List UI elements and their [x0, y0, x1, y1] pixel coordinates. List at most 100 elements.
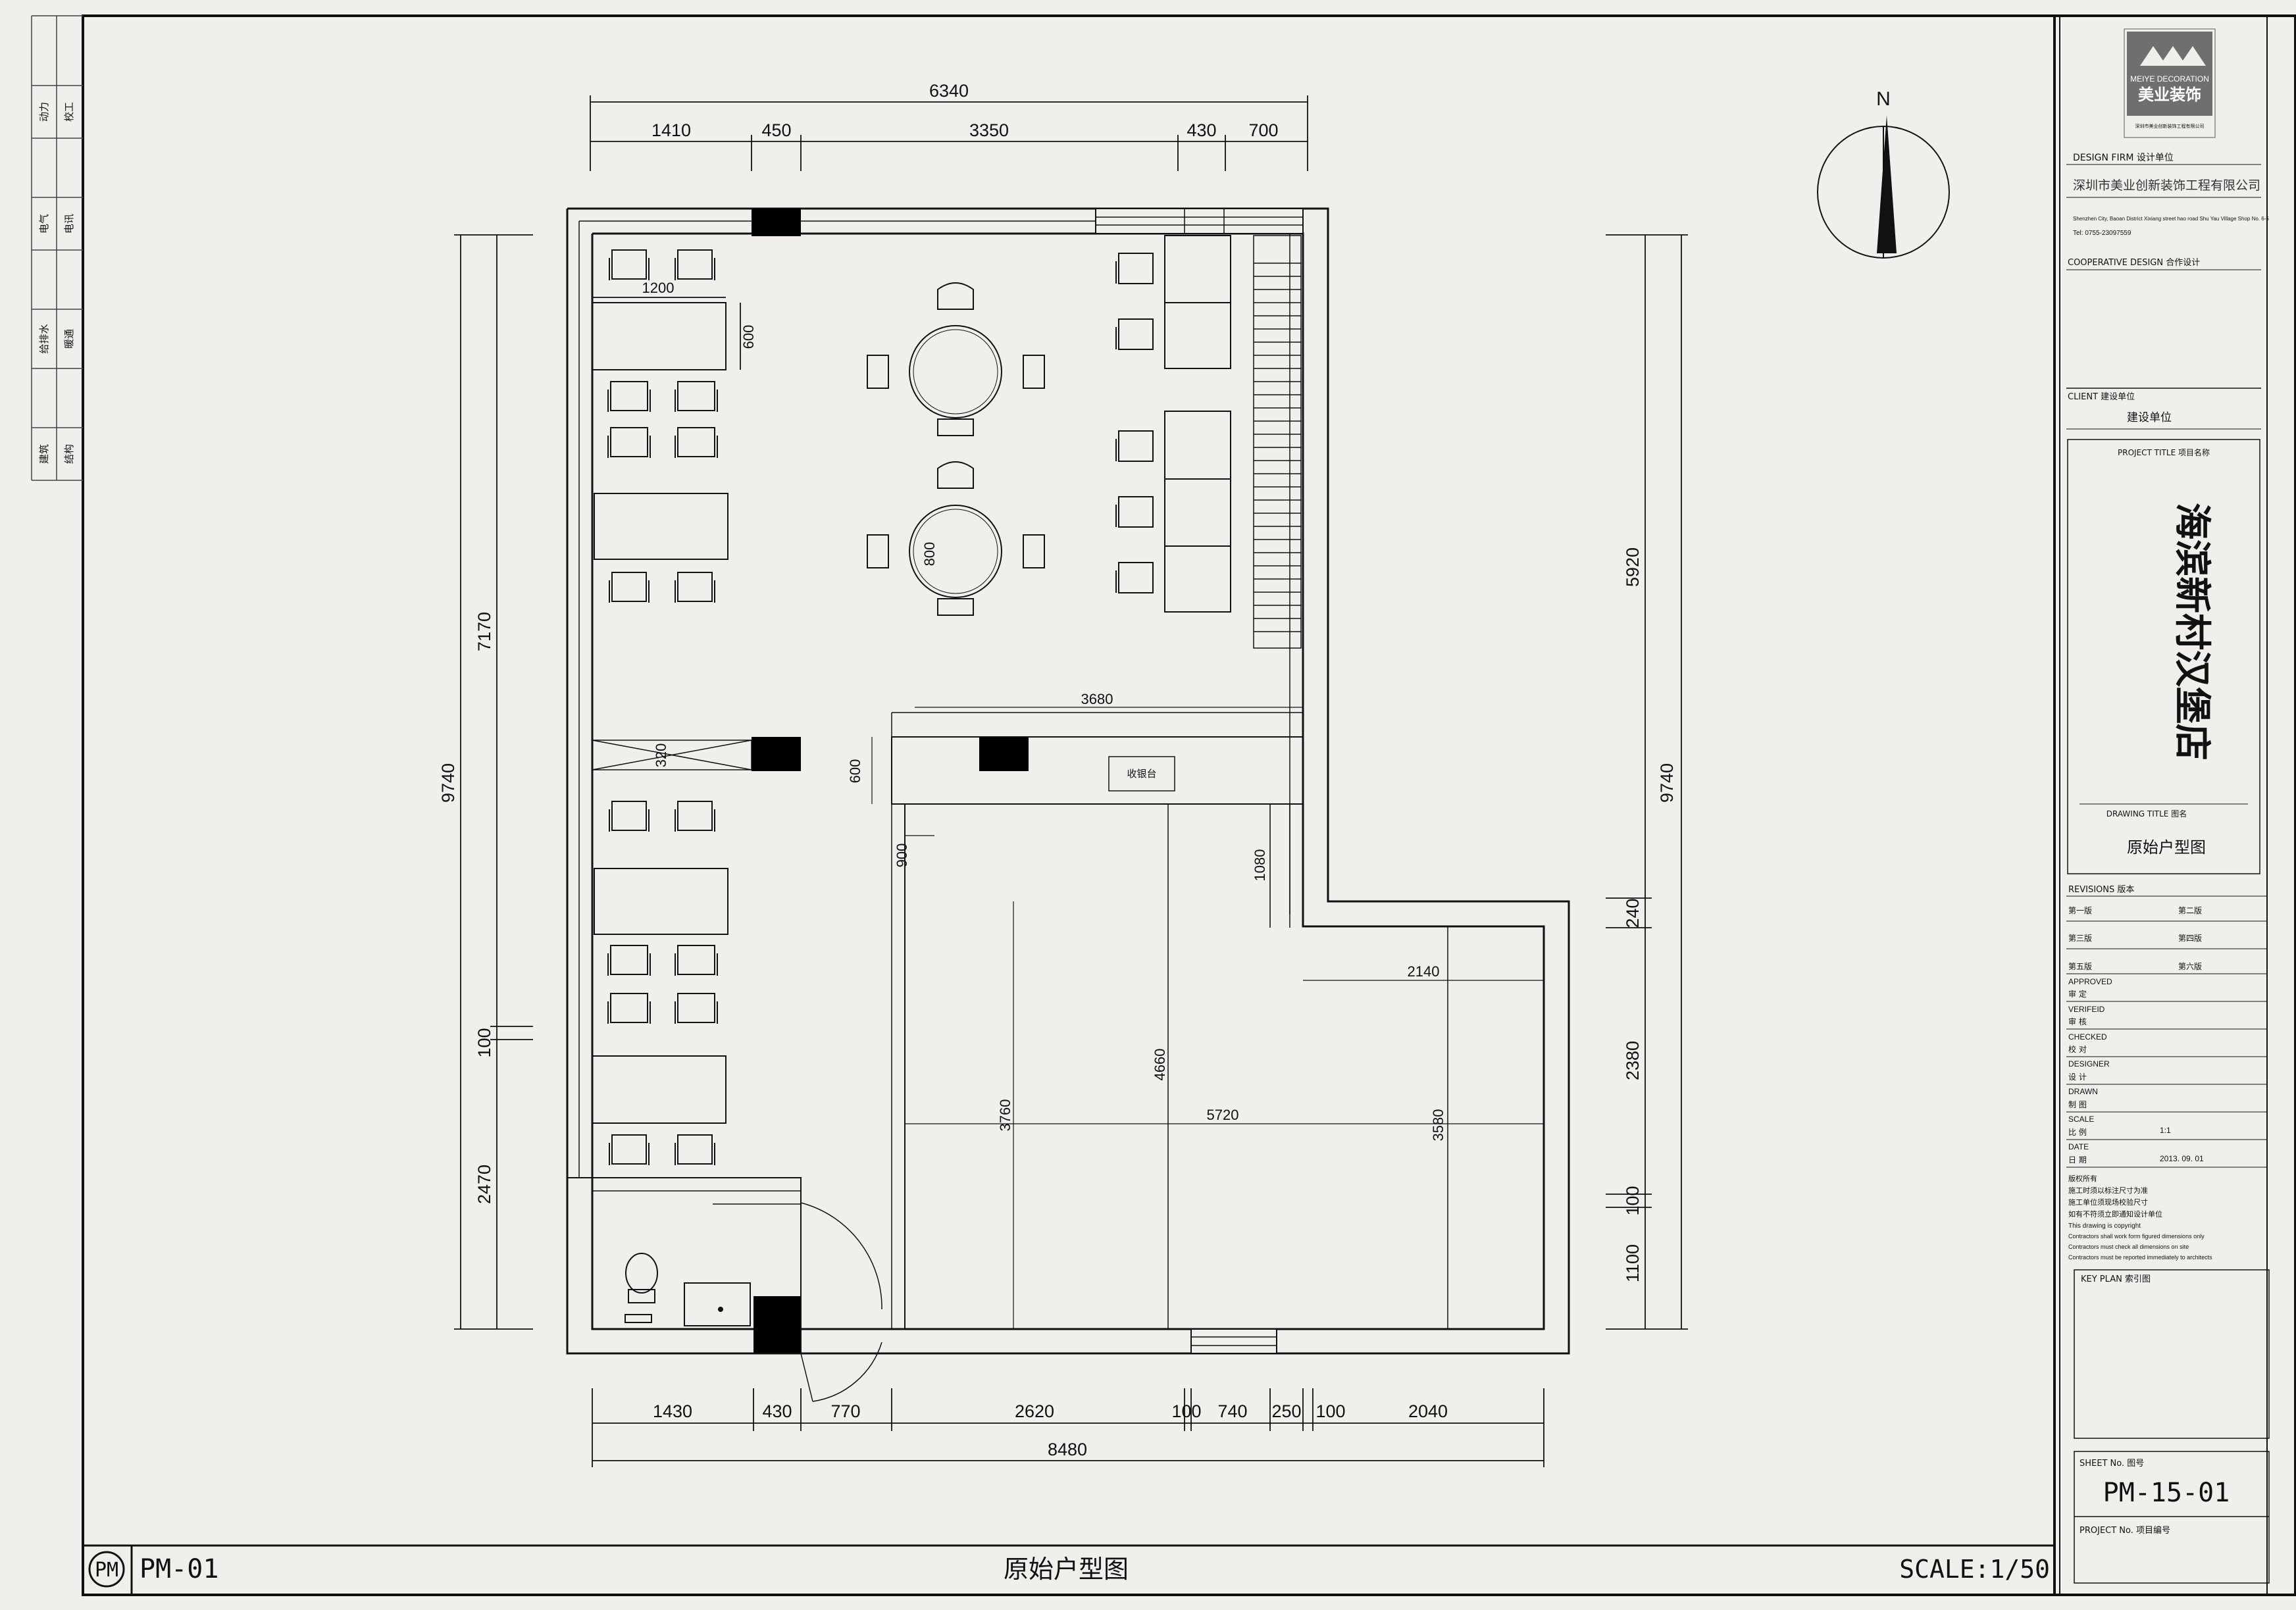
- role-en: DESIGNER: [2068, 1059, 2110, 1069]
- footer-title: 原始户型图: [1004, 1555, 1129, 1584]
- dim-right-inner: 2380: [1623, 1041, 1643, 1080]
- role-cn: 审 核: [2068, 1017, 2087, 1026]
- bench-right: [1253, 235, 1302, 649]
- dim-interior: 600: [847, 759, 863, 784]
- project-title-label: PROJECT TITLE 项目名称: [2118, 447, 2210, 457]
- note-line: 施工时须以标注尺寸为准: [2068, 1186, 2148, 1195]
- counter-label: 收银台: [1127, 768, 1156, 780]
- firm-name: 深圳市美业创新装饰工程有限公司: [2073, 178, 2260, 193]
- project-title: 海滨新村汉堡店: [2170, 503, 2213, 761]
- strip-label: 动力: [38, 102, 50, 122]
- dim-bottom-seg: 430: [762, 1401, 792, 1421]
- dim-left-inner: 7170: [474, 612, 494, 651]
- dim-interior: 5720: [1207, 1107, 1239, 1123]
- logo-cn: 美业装饰: [2138, 86, 2201, 104]
- role-en: SCALE: [2068, 1115, 2094, 1124]
- revision-item: 第四版: [2178, 934, 2202, 943]
- kitchen-lines: [891, 804, 1448, 1329]
- dim-left-inner: 2470: [474, 1165, 494, 1204]
- strip-label: 电讯: [63, 214, 75, 234]
- dim-interior: 3680: [1081, 691, 1113, 707]
- dim-interior: 1200: [642, 280, 675, 296]
- dim-right-inner: 5920: [1623, 547, 1643, 587]
- note-line: Contractors shall work form figured dime…: [2068, 1233, 2205, 1240]
- tables-right: [1164, 235, 1231, 613]
- dim-bottom-seg: 100: [1171, 1401, 1201, 1421]
- role-cn: 审 定: [2068, 989, 2087, 999]
- dim-top-seg: 1410: [651, 120, 691, 140]
- firm-tel: Tel: 0755-23097559: [2073, 230, 2131, 237]
- dimension-text: 6340 1410 450 3350 430 700 9740 7170 100…: [438, 81, 1677, 1459]
- key-plan-label: KEY PLAN 索引图: [2081, 1274, 2151, 1284]
- role-cn: 制 图: [2068, 1100, 2087, 1109]
- note-line: Contractors must be reported immediately…: [2068, 1254, 2212, 1261]
- dim-interior: 3760: [997, 1099, 1013, 1132]
- revision-item: 第二版: [2178, 906, 2202, 915]
- drawing-title: 原始户型图: [2127, 838, 2206, 857]
- dimension-lines: [454, 95, 1688, 1467]
- dim-top-seg: 450: [761, 120, 791, 140]
- footer-badge: PM: [95, 1559, 118, 1582]
- role-cn: 日 期: [2068, 1155, 2087, 1165]
- role-en: VERIFEID: [2068, 1005, 2105, 1014]
- partition-x: [592, 740, 752, 770]
- strip-label: 建筑: [38, 444, 50, 464]
- strip-label: 给排水: [38, 324, 50, 353]
- strip-label: 结构: [63, 444, 75, 464]
- note-line: This drawing is copyright: [2068, 1222, 2141, 1230]
- dim-right-inner: 1100: [1623, 1244, 1643, 1282]
- dim-bottom-seg: 250: [1271, 1401, 1301, 1421]
- role-en: DATE: [2068, 1142, 2089, 1151]
- role-en: DRAWN: [2068, 1087, 2098, 1096]
- revision-item: 第六版: [2178, 962, 2202, 971]
- note-line: 版权所有: [2068, 1174, 2097, 1183]
- note-line: 施工单位须现场校验尺寸: [2068, 1197, 2148, 1207]
- project-no-label: PROJECT No. 项目编号: [2079, 1526, 2170, 1536]
- dim-bottom-seg: 2620: [1015, 1401, 1054, 1421]
- dim-bottom-seg: 2040: [1408, 1401, 1448, 1421]
- dim-interior: 4660: [1152, 1049, 1168, 1081]
- revision-item: 第一版: [2068, 906, 2092, 915]
- round-tables: [909, 325, 1002, 598]
- sheet-no-label: SHEET No. 图号: [2079, 1459, 2144, 1469]
- logo-caption: MEIYE DECORATION: [2130, 74, 2209, 84]
- footer-strip: PM PM-01 原始户型图 SCALE:1/50: [88, 1546, 2050, 1595]
- role-value: 2013. 09. 01: [2160, 1154, 2204, 1163]
- logo-small: 深圳市美业创新装饰工程有限公司: [2135, 123, 2205, 129]
- firm-address: Shenzhen City, Baoan District Xixiang st…: [2073, 216, 2269, 222]
- note-line: Contractors must check all dimensions on…: [2068, 1244, 2189, 1250]
- revision-item: 第五版: [2068, 962, 2092, 971]
- floor-plan: 收银台: [438, 81, 1688, 1467]
- role-en: CHECKED: [2068, 1032, 2107, 1042]
- footer-scale: SCALE:1/50: [1899, 1555, 2050, 1584]
- counter: [891, 712, 1304, 928]
- sheet-frame: [82, 14, 2296, 1596]
- dim-interior: 2140: [1408, 963, 1440, 980]
- dim-left-outer: 9740: [438, 763, 458, 803]
- chairs: [607, 249, 1154, 1165]
- sheet-no: PM-15-01: [2103, 1478, 2230, 1508]
- dim-right-inner: 100: [1623, 1186, 1643, 1215]
- drawing-title-label: DRAWING TITLE 图名: [2106, 809, 2187, 818]
- role-value: 1:1: [2160, 1126, 2171, 1135]
- dim-left-inner: 100: [474, 1028, 494, 1057]
- strip-label: 电气: [38, 214, 50, 234]
- columns: [752, 209, 1029, 1353]
- strip-label: 校工: [63, 102, 75, 122]
- coop-label: COOPERATIVE DESIGN 合作设计: [2068, 258, 2200, 268]
- toilet-room: [567, 1177, 882, 1402]
- dim-top-total: 6340: [929, 81, 969, 101]
- dim-bottom-seg: 1430: [653, 1401, 692, 1421]
- north-label: N: [1876, 88, 1891, 110]
- dim-interior: 600: [740, 325, 757, 349]
- dim-right-outer: 9740: [1657, 763, 1677, 803]
- role-en: APPROVED: [2068, 977, 2112, 986]
- dim-interior: 3580: [1430, 1109, 1446, 1142]
- dim-bottom-seg: 770: [830, 1401, 860, 1421]
- strip-label: 暖通: [63, 329, 75, 349]
- client-label: CLIENT 建设单位: [2068, 392, 2135, 402]
- discipline-labels: 动力 校工 电气 电讯 给排水 暖通 建筑 结构: [38, 102, 75, 464]
- revision-item: 第三版: [2068, 934, 2092, 943]
